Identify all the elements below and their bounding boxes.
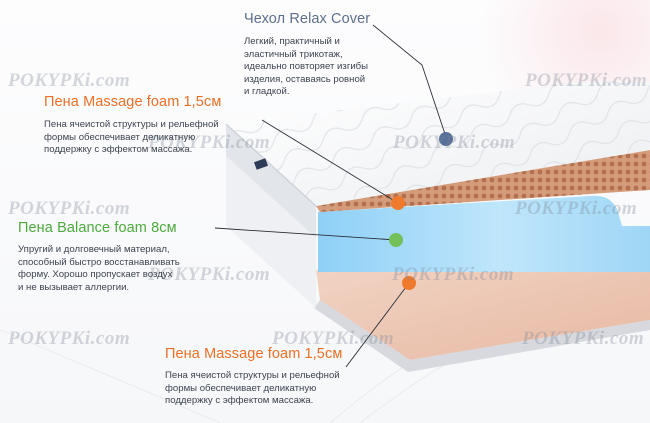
description-line: формы обеспечивает деликатную [165, 382, 317, 394]
leader-lines [214, 24, 447, 368]
description-line: Пена ячеистой структуры и рельефной [165, 370, 340, 381]
description-line: и гладкой. [244, 86, 290, 98]
description-line: Упругий и долговечный материал, [18, 244, 170, 255]
description-line: эластичный трикотаж, [244, 48, 343, 60]
watermark: POKYPKi.com [393, 132, 516, 153]
watermark: POKYPKi.com [525, 70, 648, 91]
description-line: Легкий, практичный и [244, 36, 340, 47]
description-line: изделия, оставаясь ровной [244, 73, 366, 85]
balance-title: Пена Balance foam 8см [18, 220, 177, 236]
description-line: формы обеспечивает деликатную [44, 131, 196, 143]
watermark: POKYPKi.com [148, 264, 271, 285]
watermark: POKYPKi.com [8, 198, 131, 219]
watermark: POKYPKi.com [8, 328, 131, 349]
cover-title: Чехол Relax Cover [244, 11, 371, 27]
bottom-massage-title: Пена Massage foam 1,5см [165, 346, 343, 362]
top-massage-description: Пена ячеистой структуры и рельефной форм… [44, 119, 219, 157]
watermark: POKYPKi.com [515, 198, 638, 219]
description-line: Пена ячеистой структуры и рельефной [44, 119, 219, 130]
top-massage-marker [391, 196, 405, 210]
balance-description: Упругий и долговечный материал, способны… [18, 244, 180, 294]
balance-marker [389, 233, 403, 247]
watermark: POKYPKi.com [148, 132, 271, 153]
description-line: поддержку с эффектом массажа. [44, 144, 193, 156]
bottom-massage-description: Пена ячеистой структуры и рельефной форм… [165, 370, 340, 408]
description-line: способный быстро восстанавливать [18, 256, 180, 268]
bottom-massage-marker [402, 276, 416, 290]
top-massage-title: Пена Massage foam 1,5см [44, 94, 222, 110]
bottom-layer-rim [314, 300, 650, 372]
balance-foam-layer [318, 195, 650, 272]
description-line: и не вызывает аллергии. [18, 281, 130, 293]
description-line: идеально повторяет изгибы [244, 61, 369, 73]
brand-label [253, 158, 269, 170]
cover-side [226, 124, 316, 238]
watermark: POKYPKi.com [392, 264, 515, 285]
watermark: POKYPKi.com [522, 328, 645, 349]
watermark: POKYPKi.com [8, 70, 131, 91]
bottom-massage-layer [316, 270, 650, 360]
watermark: POKYPKi.com [272, 328, 395, 349]
cover-marker [439, 132, 453, 146]
description-line: поддержку с эффектом массажа. [165, 395, 314, 407]
cover-description: Легкий, практичный и эластичный трикотаж… [244, 36, 368, 99]
description-line: форму. Хорошо пропускает воздух [18, 269, 173, 281]
